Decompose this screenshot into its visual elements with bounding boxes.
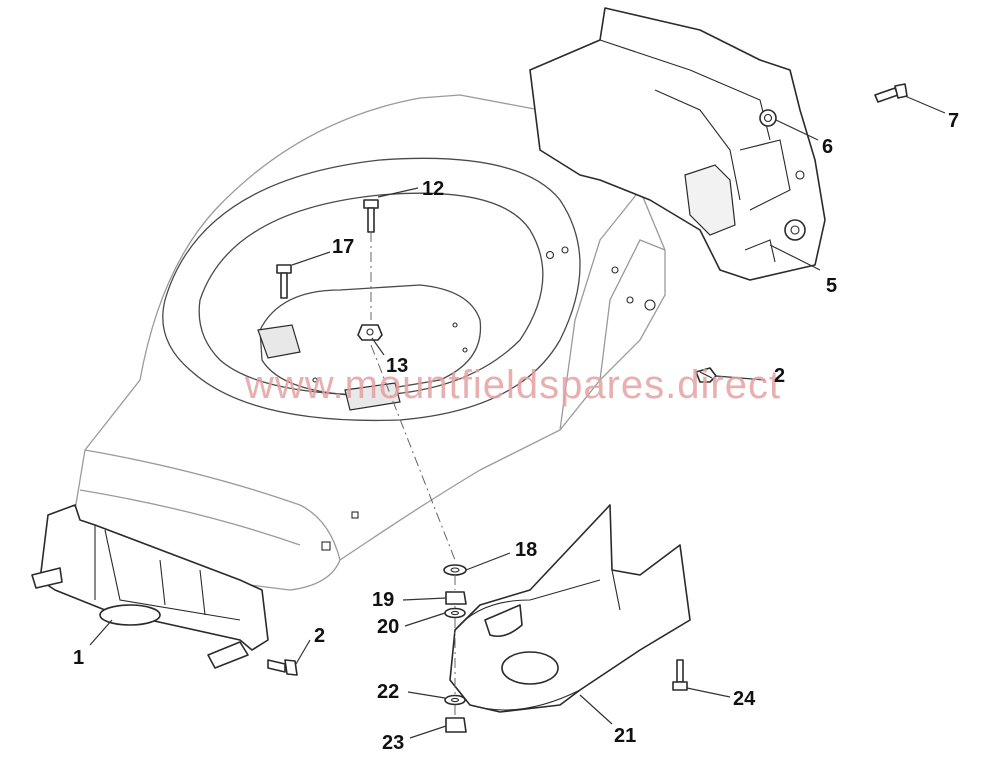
- screw-24: [672, 659, 688, 691]
- callout-17: 17: [332, 236, 354, 258]
- bolt-17: [276, 264, 292, 299]
- callout-labels: 12 17 13 6 5 7 2 1 2 18 19 20 22 23 21 2…: [73, 110, 959, 754]
- callout-24: 24: [733, 688, 756, 710]
- callout-19: 19: [372, 589, 394, 611]
- callout-18: 18: [515, 539, 537, 561]
- nut-23: [445, 717, 467, 733]
- leader-lines: [89, 95, 946, 739]
- callout-12: 12: [422, 178, 444, 200]
- callout-1: 1: [73, 647, 84, 669]
- rear-discharge-housing: [529, 7, 826, 281]
- callout-21: 21: [614, 725, 636, 747]
- screw-2-left: [267, 659, 298, 676]
- callout-22: 22: [377, 681, 399, 703]
- mower-deck: [74, 94, 666, 591]
- washer-18: [443, 564, 467, 576]
- screw-2-right: [695, 367, 717, 383]
- watermark-text: www.mountfieldspares.direct: [244, 363, 781, 407]
- nut-13: [357, 324, 383, 341]
- bolt-12: [363, 199, 379, 233]
- assembly-axis-line: [370, 232, 456, 718]
- washer-22: [444, 694, 466, 706]
- screw-7: [874, 83, 908, 103]
- callout-5: 5: [826, 275, 837, 297]
- front-guard: [31, 504, 269, 669]
- callout-23: 23: [382, 732, 404, 754]
- callout-2-left: 2: [314, 625, 325, 647]
- callout-7: 7: [948, 110, 959, 132]
- callout-6: 6: [822, 136, 833, 158]
- callout-20: 20: [377, 616, 399, 638]
- callout-2-right: 2: [774, 365, 785, 387]
- nut-19: [445, 591, 467, 605]
- washer-20: [444, 607, 466, 619]
- callout-13: 13: [386, 355, 408, 377]
- lower-guard: [449, 504, 691, 713]
